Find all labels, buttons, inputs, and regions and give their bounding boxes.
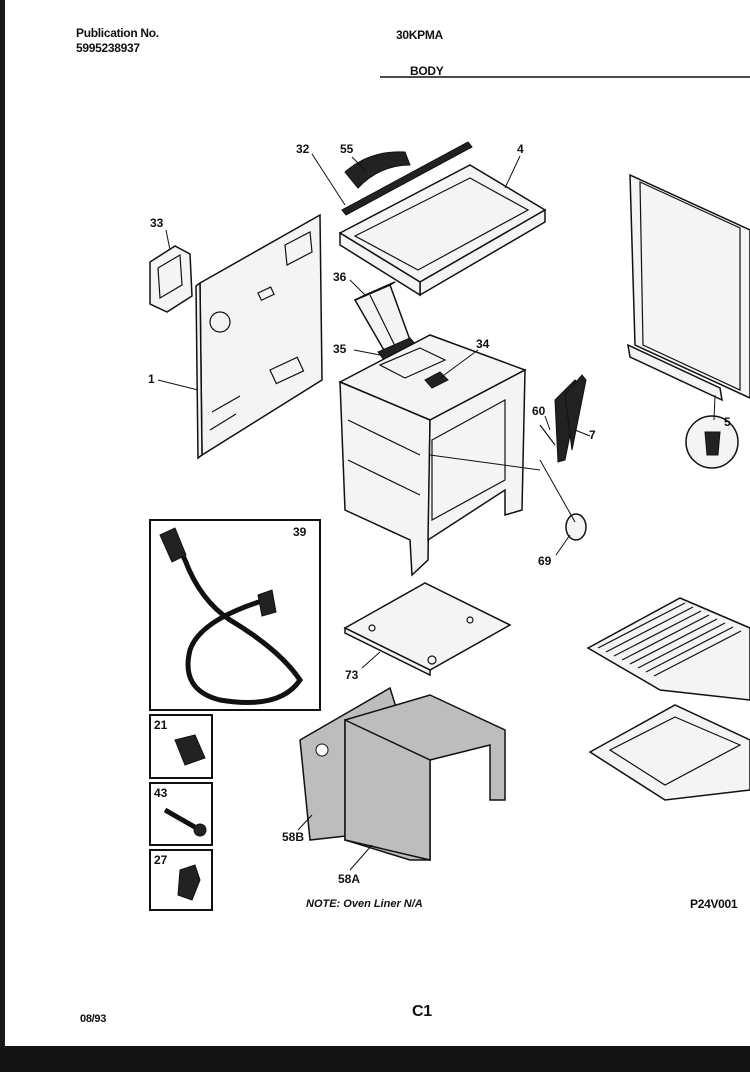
part-33-bracket (149, 245, 193, 313)
callout-58a: 58A (338, 872, 361, 886)
callout-35: 35 (333, 342, 347, 356)
model-number: 30KPMA (396, 28, 443, 42)
callout-69: 69 (538, 554, 552, 568)
callout-34: 34 (476, 337, 490, 351)
callout-21: 21 (154, 718, 168, 732)
section-title: BODY (410, 64, 444, 78)
callout-73: 73 (345, 668, 359, 682)
part-5-leveling-leg (685, 394, 739, 469)
part-27-box (149, 849, 213, 911)
callout-4: 4 (517, 142, 524, 156)
page-number: C1 (412, 1003, 432, 1020)
callout-32: 32 (296, 142, 310, 156)
callout-33: 33 (150, 216, 164, 230)
scan-edge-left (0, 0, 5, 1072)
part-32-strip (341, 141, 473, 216)
callout-39: 39 (293, 525, 307, 539)
callout-7: 7 (589, 428, 596, 442)
scan-edge-bottom (0, 1046, 750, 1072)
part-1-back-panel (195, 213, 323, 460)
callout-60: 60 (532, 404, 546, 418)
part-69-plug (565, 513, 587, 541)
part-55-clip (344, 151, 411, 189)
footer-date: 08/93 (80, 1013, 107, 1025)
leader-lines (157, 153, 591, 871)
callout-1: 1 (148, 372, 155, 386)
part-58a-insulation (344, 694, 506, 861)
callout-36: 36 (333, 270, 347, 284)
part-73-bottom-panel (343, 582, 512, 677)
callout-27: 27 (154, 853, 168, 867)
publication-label: Publication No. (76, 26, 159, 40)
callout-43: 43 (154, 786, 168, 800)
part-39-power-cord (149, 519, 321, 711)
part-43-box (149, 782, 213, 846)
oven-rack (586, 597, 750, 701)
broiler-pan (588, 704, 750, 801)
callout-5: 5 (724, 415, 731, 429)
figure-code: P24V001 (690, 897, 738, 911)
part-21-box (149, 714, 213, 779)
publication-number: 5995238937 (76, 41, 140, 55)
part-60-7-igniter (539, 374, 587, 463)
callout-55: 55 (340, 142, 354, 156)
side-panel (627, 173, 750, 402)
part-4-top-frame (338, 164, 547, 297)
callout-58b: 58B (282, 830, 305, 844)
oven-liner-note: NOTE: Oven Liner N/A (306, 898, 423, 910)
part-36-duct (353, 281, 411, 353)
